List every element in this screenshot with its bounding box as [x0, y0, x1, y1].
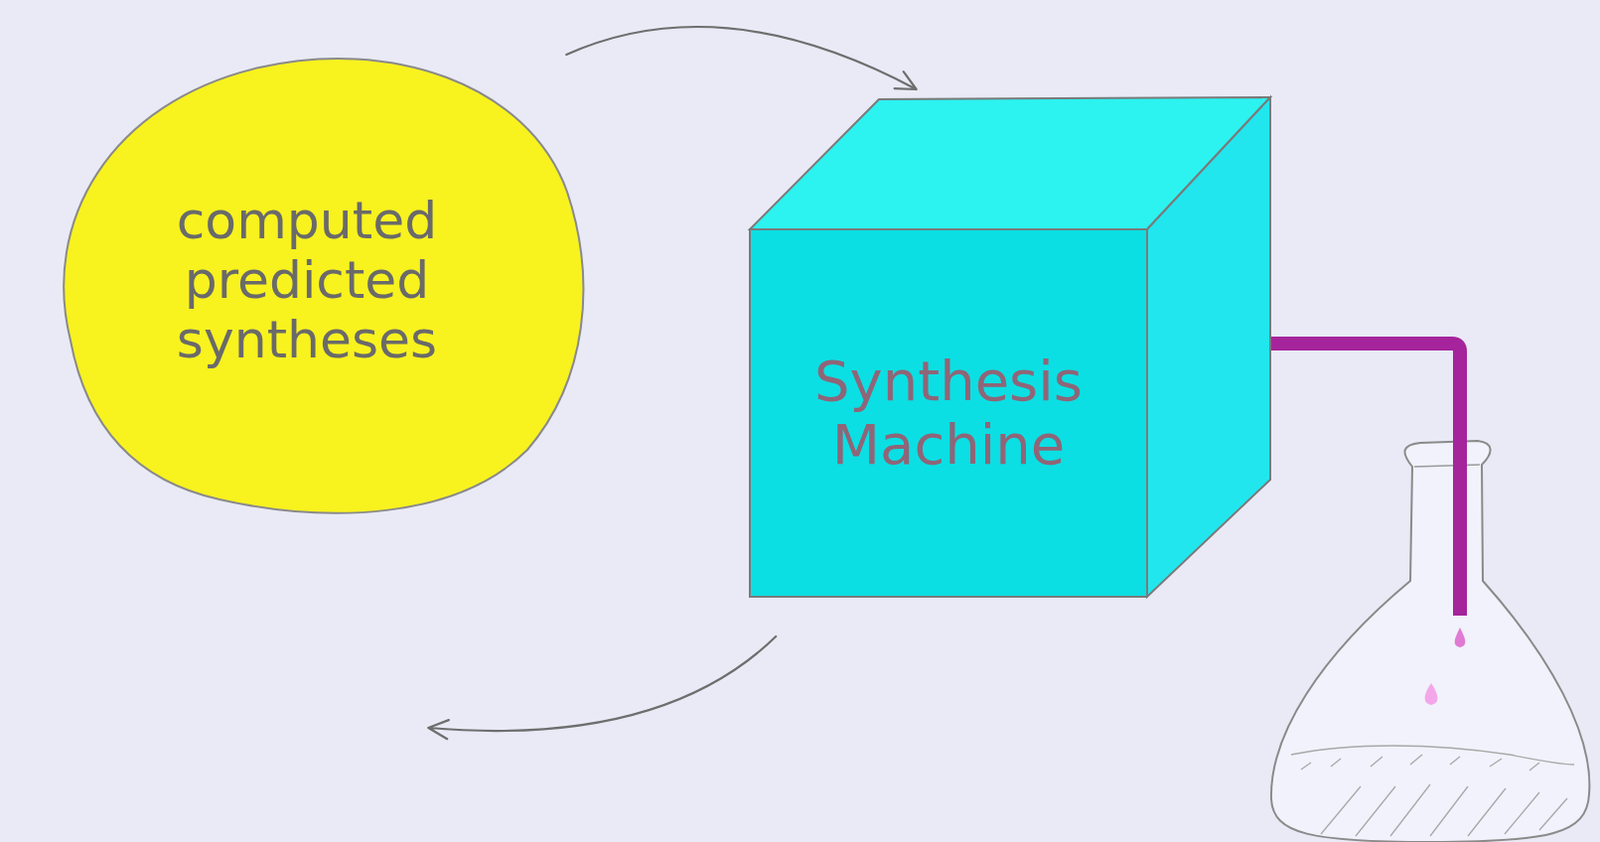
flask-outline: [1271, 440, 1590, 842]
machine-cube: Synthesis Machine: [749, 97, 1271, 597]
cube-shape: [749, 97, 1271, 597]
node-label: Synthesis Machine: [769, 349, 1128, 478]
liquid-hatching: [1291, 745, 1575, 837]
node-label: computed predicted syntheses: [157, 191, 456, 370]
droplet: [1425, 683, 1439, 706]
cube-face: [1147, 97, 1271, 597]
idea-blob: computed predicted syntheses: [30, 42, 583, 520]
cube-face: [749, 229, 1148, 597]
flask-rim: [1414, 464, 1480, 467]
droplet: [1454, 627, 1466, 648]
cycle-arrow: [566, 26, 916, 90]
blob-outline: [63, 58, 583, 514]
cycle-arrow: [428, 636, 776, 739]
